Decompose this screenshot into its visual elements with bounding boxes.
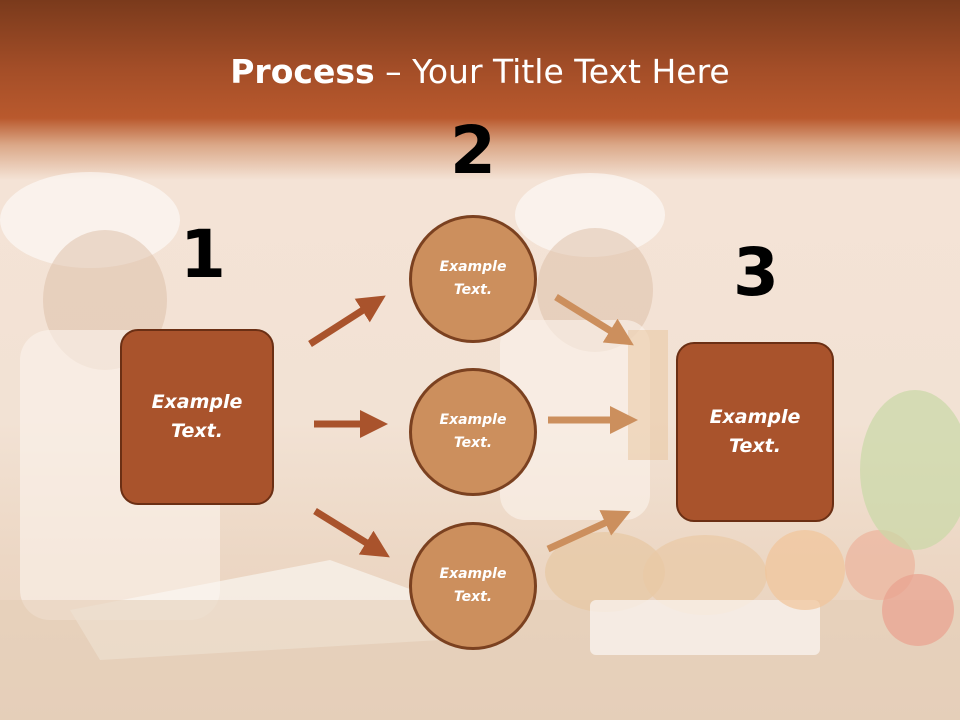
arrow-right-lower: [546, 510, 631, 553]
title-bold: Process: [230, 52, 375, 91]
bread-roll-1: [545, 532, 665, 612]
arrow-left-upper: [308, 295, 386, 347]
step-number-2: 2: [450, 112, 496, 189]
step-number-3: 3: [733, 234, 779, 311]
slide-title: Process – Your Title Text Here: [0, 52, 960, 91]
lettuce: [860, 390, 960, 550]
orange: [765, 530, 845, 610]
arrow-right-upper: [554, 294, 634, 346]
step-number-1: 1: [180, 216, 226, 293]
plate: [590, 600, 820, 655]
chef-hat-right: [515, 173, 665, 257]
tomato-2: [882, 574, 954, 646]
arrow-left-lower: [313, 508, 390, 558]
title-rest: – Your Title Text Here: [374, 52, 730, 91]
bread-roll-2: [643, 535, 767, 615]
scarf: [628, 330, 668, 460]
chef-hat-left: [0, 172, 180, 268]
